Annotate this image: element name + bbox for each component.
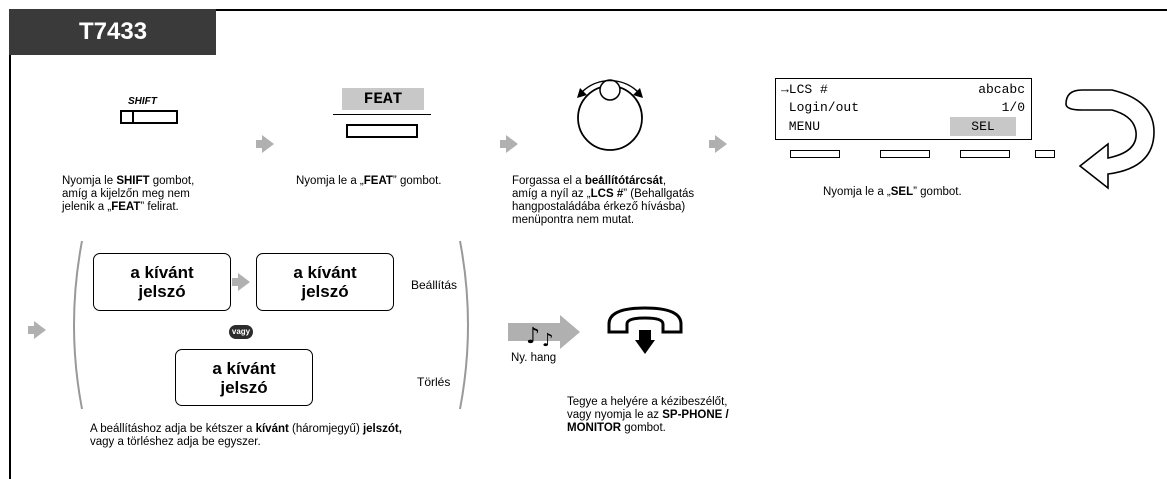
step2-caption-text: ” gombot.	[392, 175, 442, 187]
flow-arrow	[500, 135, 518, 153]
step3-caption-text: amíg a nyíl az „	[512, 188, 591, 200]
password-box-line1: a kívánt	[293, 263, 357, 282]
password-box-line2: jelszó	[138, 282, 186, 301]
step1-caption: Nyomja le SHIFT gombot, amíg a kijelzőn …	[62, 175, 262, 214]
shift-key[interactable]	[120, 110, 178, 124]
hangup-caption-bold: MONITOR	[567, 422, 622, 434]
step1-caption-bold: FEAT	[111, 201, 141, 213]
feat-underline	[333, 114, 431, 115]
step1-caption-text: gombot,	[149, 175, 195, 187]
password-box-line1: a kívánt	[130, 263, 194, 282]
svg-text:♪: ♪	[542, 330, 554, 351]
step3-caption-line3: hangpostaládába érkező hívásba)	[512, 201, 686, 213]
flow-arrow	[709, 135, 727, 153]
soft-key-2[interactable]	[880, 150, 930, 158]
feat-key-label: FEAT	[342, 88, 424, 110]
lcd-row2-left: Login/out	[781, 100, 860, 115]
step1-caption-line2: amíg a kijelzőn meg nem	[62, 188, 190, 200]
step3-caption-bold: LCS #	[590, 188, 624, 200]
flow-arrow	[28, 321, 46, 339]
soft-key-sel[interactable]	[960, 150, 1010, 158]
lcd-sel-highlight: SEL	[950, 117, 1016, 136]
password-box-line2: jelszó	[301, 282, 349, 301]
step1-caption-text: Nyomja le	[62, 175, 117, 187]
tone-label: Ny. hang	[511, 352, 557, 364]
password-box-line1: a kívánt	[212, 358, 276, 378]
svg-text:♪: ♪	[526, 324, 540, 349]
password-caption-bold: kívánt	[255, 423, 289, 435]
step2-caption-bold: FEAT	[363, 175, 393, 187]
shift-key-divider	[132, 112, 134, 122]
step4-caption-text: ” gombot.	[913, 186, 962, 198]
step1-caption-text: jelenik a „	[62, 201, 112, 213]
step1-caption-text: ” felirat.	[140, 201, 179, 213]
feat-key[interactable]	[346, 124, 418, 138]
step4-caption-bold: SEL	[890, 186, 914, 198]
hangup-caption: Tegye a helyére a kézibeszélőt, vagy nyo…	[567, 396, 787, 435]
lcd-row1-right: abcabc	[978, 82, 1025, 97]
password-box-line2: jelszó	[220, 377, 268, 397]
password-caption-text: A beállításhoz adja be kétszer a	[90, 423, 256, 435]
hangup-caption-text: vagy nyomja le az	[567, 409, 663, 421]
password-caption-bold: jelszót,	[362, 423, 402, 435]
password-caption-text: (háromjegyű)	[288, 423, 363, 435]
shift-key-label: SHIFT	[128, 96, 157, 107]
lcd-row2-right: 1/0	[1001, 100, 1025, 115]
step3-caption-text: Forgassa el a	[512, 175, 585, 187]
lcd-row3-left: MENU	[781, 119, 821, 134]
handset-icon	[607, 306, 683, 354]
step4-caption: Nyomja le a „SEL” gombot.	[823, 186, 1023, 199]
brackets	[73, 240, 469, 410]
hangup-caption-line1: Tegye a helyére a kézibeszélőt,	[567, 396, 728, 408]
flow-arrow	[256, 135, 274, 153]
flow-arrow	[232, 273, 250, 291]
frame-left-border	[9, 9, 11, 479]
password-caption-line2: vagy a törléshez adja be egyszer.	[90, 436, 261, 448]
soft-key-1[interactable]	[790, 150, 840, 158]
delete-label: Törlés	[417, 375, 451, 389]
step2-caption: Nyomja le a „FEAT” gombot.	[296, 175, 496, 188]
hangup-caption-bold: SP-PHONE /	[662, 409, 729, 421]
hangup-caption-text: gombot.	[621, 422, 666, 434]
curved-arrow-icon	[1065, 89, 1155, 190]
soft-key-small[interactable]	[1035, 150, 1055, 158]
password-caption: A beállításhoz adja be kétszer a kívánt …	[90, 423, 470, 449]
frame-top-border	[9, 9, 1167, 11]
step1-caption-bold: SHIFT	[116, 175, 150, 187]
lcd-row1-left: →LCS #	[781, 82, 828, 97]
step3-caption-text: ,	[662, 175, 667, 187]
step3-caption-text: ” (Behallgatás	[623, 188, 695, 200]
jog-dial-icon[interactable]	[560, 62, 660, 162]
step3-caption-bold: beállítótárcsát	[584, 175, 663, 187]
step4-caption-text: Nyomja le a „	[823, 186, 891, 198]
or-badge: vagy	[229, 325, 253, 339]
model-tab: T7433	[9, 9, 216, 55]
step2-caption-text: Nyomja le a „	[296, 175, 364, 187]
tone-arrow-icon: ♪ ♪	[508, 315, 580, 351]
set-label: Beállítás	[411, 278, 458, 292]
step3-caption-line4: menüpontra nem mutat.	[512, 214, 635, 226]
step3-caption: Forgassa el a beállítótárcsát, amíg a ny…	[512, 175, 752, 227]
lcd-display: →LCS # abcabc Login/out 1/0 MENU SEL	[775, 78, 1032, 140]
